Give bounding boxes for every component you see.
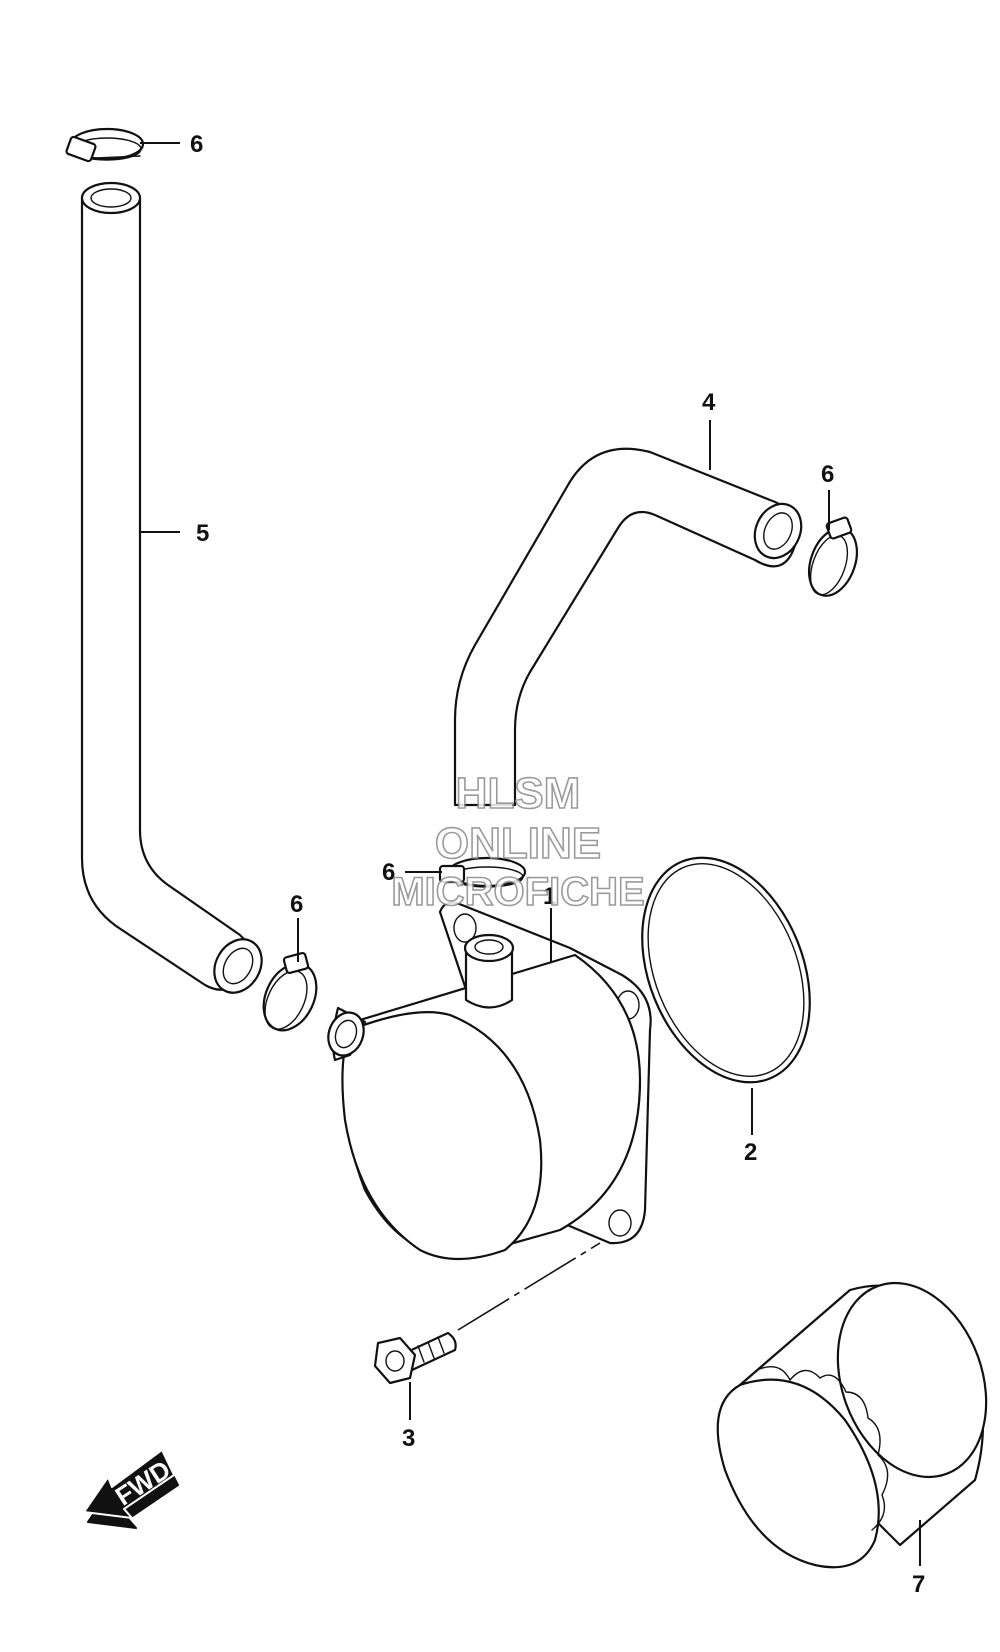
callout-1: 1: [543, 883, 556, 910]
hose-clamp-center[interactable]: [438, 856, 527, 888]
oil-cooler-part-1[interactable]: [323, 901, 652, 1261]
hose-clamp-top[interactable]: [65, 127, 145, 163]
callout-6-right: 6: [821, 461, 834, 488]
callout-6-top: 6: [190, 131, 203, 158]
hose-part-5[interactable]: [80, 181, 271, 1001]
watermark-line-3: MICROFICHE: [391, 870, 644, 914]
callout-5: 5: [196, 520, 209, 547]
callout-6-left: 6: [290, 891, 303, 918]
hose-clamp-left[interactable]: [253, 951, 326, 1038]
o-ring-part-2[interactable]: [611, 833, 841, 1108]
callout-2: 2: [744, 1139, 757, 1166]
watermark-line-1: HLSM: [456, 769, 581, 818]
callout-7: 7: [912, 1571, 925, 1598]
leader-lines: [140, 142, 921, 1566]
fwd-direction-arrow: FWD: [83, 1449, 179, 1529]
callout-6-center: 6: [382, 859, 395, 886]
watermark-line-2: ONLINE: [435, 819, 601, 868]
callout-4: 4: [702, 389, 716, 416]
hose-clamp-right[interactable]: [800, 516, 865, 603]
hose-part-4[interactable]: [453, 447, 810, 807]
oil-filter-part-7[interactable]: [716, 1262, 1000, 1569]
callout-3: 3: [402, 1425, 415, 1452]
bolt-axis-line: [457, 1242, 601, 1331]
bolt-part-3[interactable]: [373, 1331, 457, 1385]
watermark: HLSM ONLINE MICROFICHE: [391, 768, 646, 915]
